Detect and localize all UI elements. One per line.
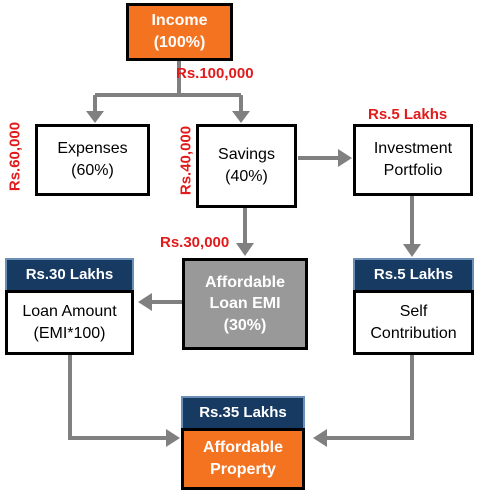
savings-percent: (40%) [225, 168, 268, 185]
expenses-box: Expenses (60%) [35, 124, 150, 196]
arrowhead-loan [138, 293, 152, 311]
property-header: Rs.35 Lakhs [181, 396, 305, 430]
expenses-label: Expenses [57, 140, 128, 158]
loan-box: Loan Amount (EMI*100) [5, 290, 134, 355]
savings-box: Savings (40%) [196, 124, 297, 208]
self-label: Self [399, 302, 428, 320]
property-box: Affordable Property [181, 428, 305, 490]
loan-formula: (EMI*100) [33, 324, 106, 342]
income-box: Income (100%) [126, 3, 233, 61]
investment-label: Investment [373, 140, 453, 158]
arrowhead-property-left [166, 429, 180, 447]
arrowhead-savings [232, 111, 250, 123]
emi-percent: (30%) [223, 316, 267, 334]
loan-header: Rs.30 Lakhs [5, 258, 134, 292]
emi-amount: Rs.30,000 [160, 234, 230, 251]
self-label-2: Contribution [370, 324, 457, 342]
investment-box: Investment Portfolio [353, 124, 473, 196]
arrowhead-property-right [313, 429, 327, 447]
property-label: Affordable [203, 439, 283, 457]
loan-label: Loan Amount [22, 302, 117, 320]
income-amount: Rs.100,000 [176, 65, 254, 82]
income-label: Income [151, 12, 208, 30]
emi-label: Affordable [205, 273, 285, 291]
property-label-2: Property [210, 461, 276, 478]
self-box: Self Contribution [353, 290, 474, 355]
arrowhead-self [403, 244, 421, 257]
arrowhead-emi [236, 243, 254, 256]
arrowhead-investment [338, 149, 352, 167]
arrow-self-property [325, 355, 414, 440]
arrow-loan-property [68, 355, 168, 440]
emi-label-2: Loan EMI [209, 295, 281, 313]
savings-label: Savings [218, 146, 275, 164]
arrowhead-expenses [86, 111, 104, 123]
income-percent: (100%) [153, 34, 206, 51]
self-header: Rs.5 Lakhs [353, 258, 474, 292]
arrow-income-split [93, 58, 243, 113]
savings-amount: Rs.40,000 [177, 125, 195, 196]
emi-box: Affordable Loan EMI (30%) [182, 258, 308, 350]
investment-amount: Rs.5 Lakhs [368, 106, 448, 123]
expenses-amount: Rs.60,000 [6, 121, 24, 192]
investment-label-2: Portfolio [383, 162, 443, 179]
expenses-percent: (60%) [71, 162, 114, 179]
